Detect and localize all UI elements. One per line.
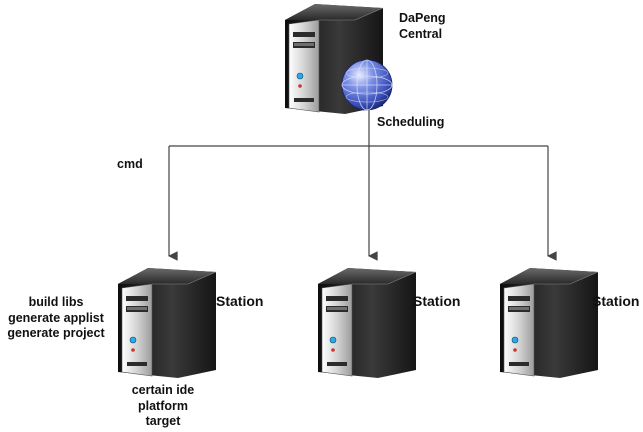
server-tower-icon <box>499 267 599 379</box>
connector-lines <box>168 105 557 261</box>
station-task-list: build libs generate applist generate pro… <box>2 295 110 342</box>
station-server-2 <box>317 267 417 379</box>
server-tower-icon <box>317 267 417 379</box>
central-name-line: Central <box>399 27 443 41</box>
central-server <box>284 3 393 115</box>
cmd-label: cmd <box>117 157 143 171</box>
target-item: target <box>145 414 181 428</box>
station-label: Station <box>216 293 264 309</box>
globe-icon <box>341 59 393 111</box>
target-item: certain ide <box>131 383 195 397</box>
task-item: generate project <box>7 326 105 340</box>
station-server-3 <box>499 267 599 379</box>
scheduling-label: Scheduling <box>377 115 445 129</box>
station-server-1 <box>117 267 217 379</box>
task-item: build libs <box>28 295 84 309</box>
station-target-list: certain ide platform target <box>128 383 198 430</box>
station-label: Station <box>592 293 640 309</box>
station-label: Station <box>413 293 461 309</box>
central-name-line: DaPeng <box>399 11 446 25</box>
target-item: platform <box>138 398 188 413</box>
server-tower-icon <box>117 267 217 379</box>
task-item: generate applist <box>8 310 104 325</box>
central-label: DaPeng Central <box>399 10 446 42</box>
